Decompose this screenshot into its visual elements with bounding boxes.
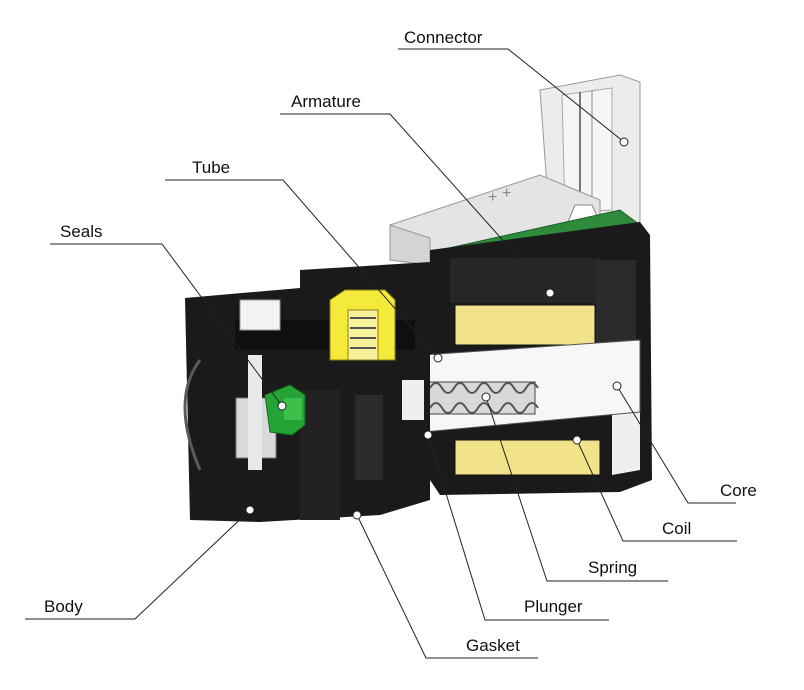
yellow-spring-cap [329, 289, 396, 361]
label-coil: Coil [662, 519, 691, 538]
label-body: Body [44, 597, 83, 616]
label-plunger: Plunger [524, 597, 583, 616]
label-spring: Spring [588, 558, 637, 577]
label-gasket: Gasket [466, 636, 520, 655]
label-seals: Seals [60, 222, 103, 241]
label-core: Core [720, 481, 757, 500]
label-connector: Connector [404, 28, 483, 47]
leader-lines [25, 48, 737, 659]
green-seal [264, 384, 306, 436]
svg-text:+: + [502, 185, 511, 202]
leader-dots [245, 137, 629, 520]
label-tube: Tube [192, 158, 230, 177]
svg-text:+: + [488, 189, 497, 206]
connector-housing: + + [389, 74, 641, 266]
label-armature: Armature [291, 92, 361, 111]
